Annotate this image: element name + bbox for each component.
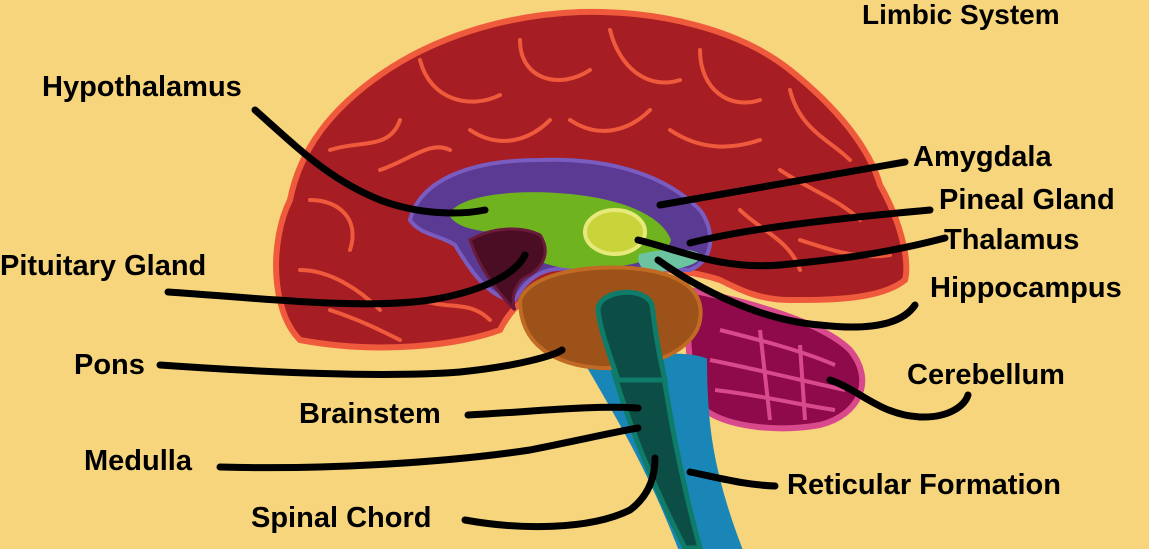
leader-line-cerebellum	[826, 376, 972, 421]
pineal-gland-area	[583, 208, 647, 256]
label-amygdala: Amygdala	[913, 141, 1052, 173]
label-hypothalamus: Hypothalamus	[42, 71, 242, 103]
leader-line-hypothalamus	[251, 106, 489, 217]
label-hippocampus: Hippocampus	[930, 272, 1122, 304]
leader-line-hippocampus	[654, 256, 919, 331]
leader-line-reticular-formation	[686, 468, 779, 490]
leader-line-pons	[156, 346, 566, 378]
leader-line-medulla	[216, 424, 642, 472]
label-pituitary-gland: Pituitary Gland	[0, 250, 207, 282]
leader-line-thalamus	[634, 234, 949, 270]
leader-line-amygdala	[656, 158, 909, 209]
label-thalamus: Thalamus	[944, 224, 1080, 256]
leader-line-pineal-gland	[686, 206, 934, 247]
leader-lines	[156, 106, 972, 531]
label-brainstem: Brainstem	[299, 398, 441, 430]
label-pineal-gland: Pineal Gland	[939, 184, 1115, 216]
label-cerebellum: Cerebellum	[907, 359, 1065, 391]
reticular-formation-top	[595, 289, 669, 383]
diagram-title: Limbic System	[862, 0, 1060, 30]
leader-line-brainstem	[464, 403, 642, 419]
label-reticular-formation: Reticular Formation	[787, 469, 1061, 501]
cerebrum-folds	[298, 28, 892, 342]
label-medulla: Medulla	[84, 445, 192, 477]
label-pons: Pons	[74, 349, 145, 381]
cerebellum-folds	[709, 328, 846, 421]
leader-line-spinal-chord	[461, 454, 659, 531]
leader-line-pituitary-gland	[164, 251, 529, 308]
label-spinal-chord: Spinal Chord	[251, 502, 432, 534]
